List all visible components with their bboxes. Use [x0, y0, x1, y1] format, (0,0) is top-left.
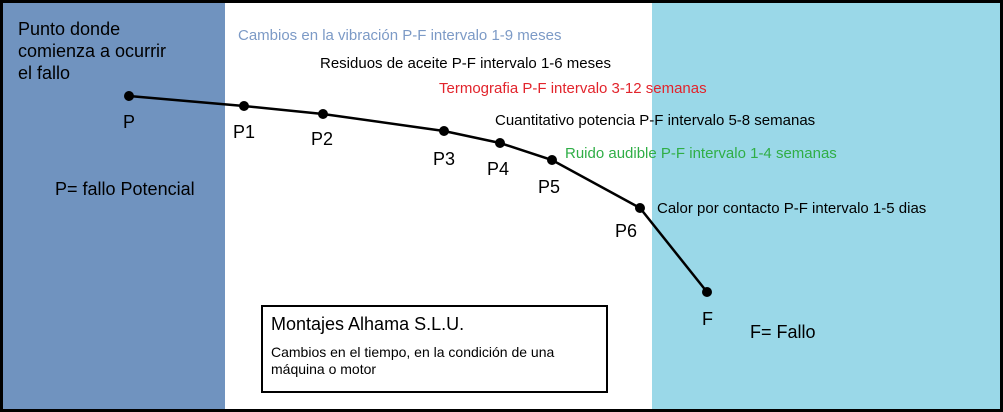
point-label: P4: [487, 159, 510, 179]
failure-start-line: el fallo: [18, 63, 71, 83]
failure-zone: [652, 3, 1000, 409]
point-marker-p4: [495, 138, 505, 148]
potential-failure-definition: P= fallo Potencial: [55, 179, 195, 199]
failure-start-note: Punto donde comienza a ocurrir el fallo: [18, 18, 166, 84]
point-label: F: [702, 309, 713, 329]
interval-audible-noise: Ruido audible P-F intervalo 1-4 semanas: [565, 145, 837, 162]
company-name: Montajes Alhama S.L.U.: [271, 314, 465, 334]
point-label: P1: [233, 122, 256, 142]
point-marker-f: [702, 287, 712, 297]
point-marker-p1: [239, 101, 249, 111]
point-marker-p6: [635, 203, 645, 213]
point-label: P6: [615, 221, 638, 241]
point-marker-p2: [318, 109, 328, 119]
company-box: Montajes Alhama S.L.U. Cambios en el tie…: [261, 305, 608, 393]
interval-thermography: Termografia P-F intervalo 3-12 semanas: [439, 80, 707, 97]
degradation-line: [128, 94, 708, 293]
failure-start-line: comienza a ocurrir: [18, 41, 167, 61]
point-label: P5: [538, 177, 561, 197]
failure-definition: F= Fallo: [750, 322, 816, 342]
point-label: P3: [433, 149, 456, 169]
interval-contact-heat: Calor por contacto P-F intervalo 1-5 dia…: [657, 200, 927, 217]
potential-failure-zone: [3, 3, 225, 409]
company-description: Cambios en el tiempo, en la condición de…: [271, 344, 555, 377]
failure-start-line: Punto donde: [18, 19, 121, 39]
point-marker-p5: [547, 155, 557, 165]
interval-vibration: Cambios en la vibración P-F intervalo 1-…: [238, 27, 562, 44]
interval-oil-residue: Residuos de aceite P-F intervalo 1-6 mes…: [320, 55, 611, 72]
point-label: P: [123, 112, 136, 132]
point-label: P2: [311, 129, 334, 149]
point-marker-p: [124, 91, 134, 101]
interval-power: Cuantitativo potencia P-F intervalo 5-8 …: [495, 112, 816, 129]
point-marker-p3: [439, 126, 449, 136]
